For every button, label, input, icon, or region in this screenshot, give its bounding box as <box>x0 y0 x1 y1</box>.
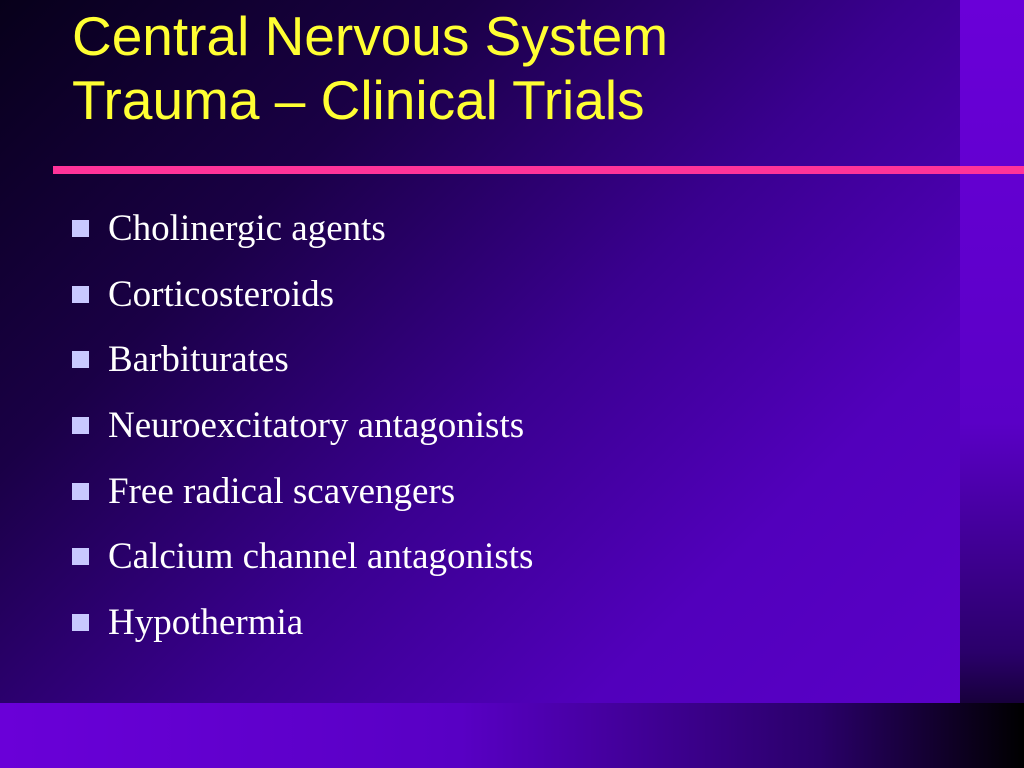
square-bullet-icon <box>72 613 89 631</box>
bullet-text: Barbiturates <box>108 339 289 381</box>
bullet-item: Cholinergic agents <box>72 196 533 262</box>
bullet-list: Cholinergic agents Corticosteroids Barbi… <box>72 196 533 655</box>
bullet-text: Hypothermia <box>108 601 304 643</box>
bullet-item: Free radical scavengers <box>72 458 533 524</box>
bullet-text: Cholinergic agents <box>108 208 386 250</box>
title-divider <box>53 166 1024 174</box>
bullet-item: Corticosteroids <box>72 262 533 328</box>
square-bullet-icon <box>72 482 89 500</box>
bullet-item: Calcium channel antagonists <box>72 524 533 590</box>
content-panel <box>0 0 960 703</box>
square-bullet-icon <box>72 351 89 369</box>
square-bullet-icon <box>72 220 89 238</box>
bullet-text: Corticosteroids <box>108 273 335 315</box>
bullet-text: Neuroexcitatory antagonists <box>108 405 525 447</box>
square-bullet-icon <box>72 548 89 566</box>
bullet-text: Free radical scavengers <box>108 470 456 512</box>
bullet-text: Calcium channel antagonists <box>108 536 534 578</box>
bullet-item: Neuroexcitatory antagonists <box>72 393 533 459</box>
right-accent-band <box>960 0 1024 768</box>
slide-title: Central Nervous System Trauma – Clinical… <box>72 4 932 132</box>
slide-title-line-2: Trauma – Clinical Trials <box>72 69 645 131</box>
bullet-item: Barbiturates <box>72 327 533 393</box>
bottom-accent-band <box>0 703 1024 768</box>
slide-title-line-1: Central Nervous System <box>72 5 669 67</box>
bullet-item: Hypothermia <box>72 590 533 656</box>
square-bullet-icon <box>72 285 89 303</box>
square-bullet-icon <box>72 417 89 435</box>
